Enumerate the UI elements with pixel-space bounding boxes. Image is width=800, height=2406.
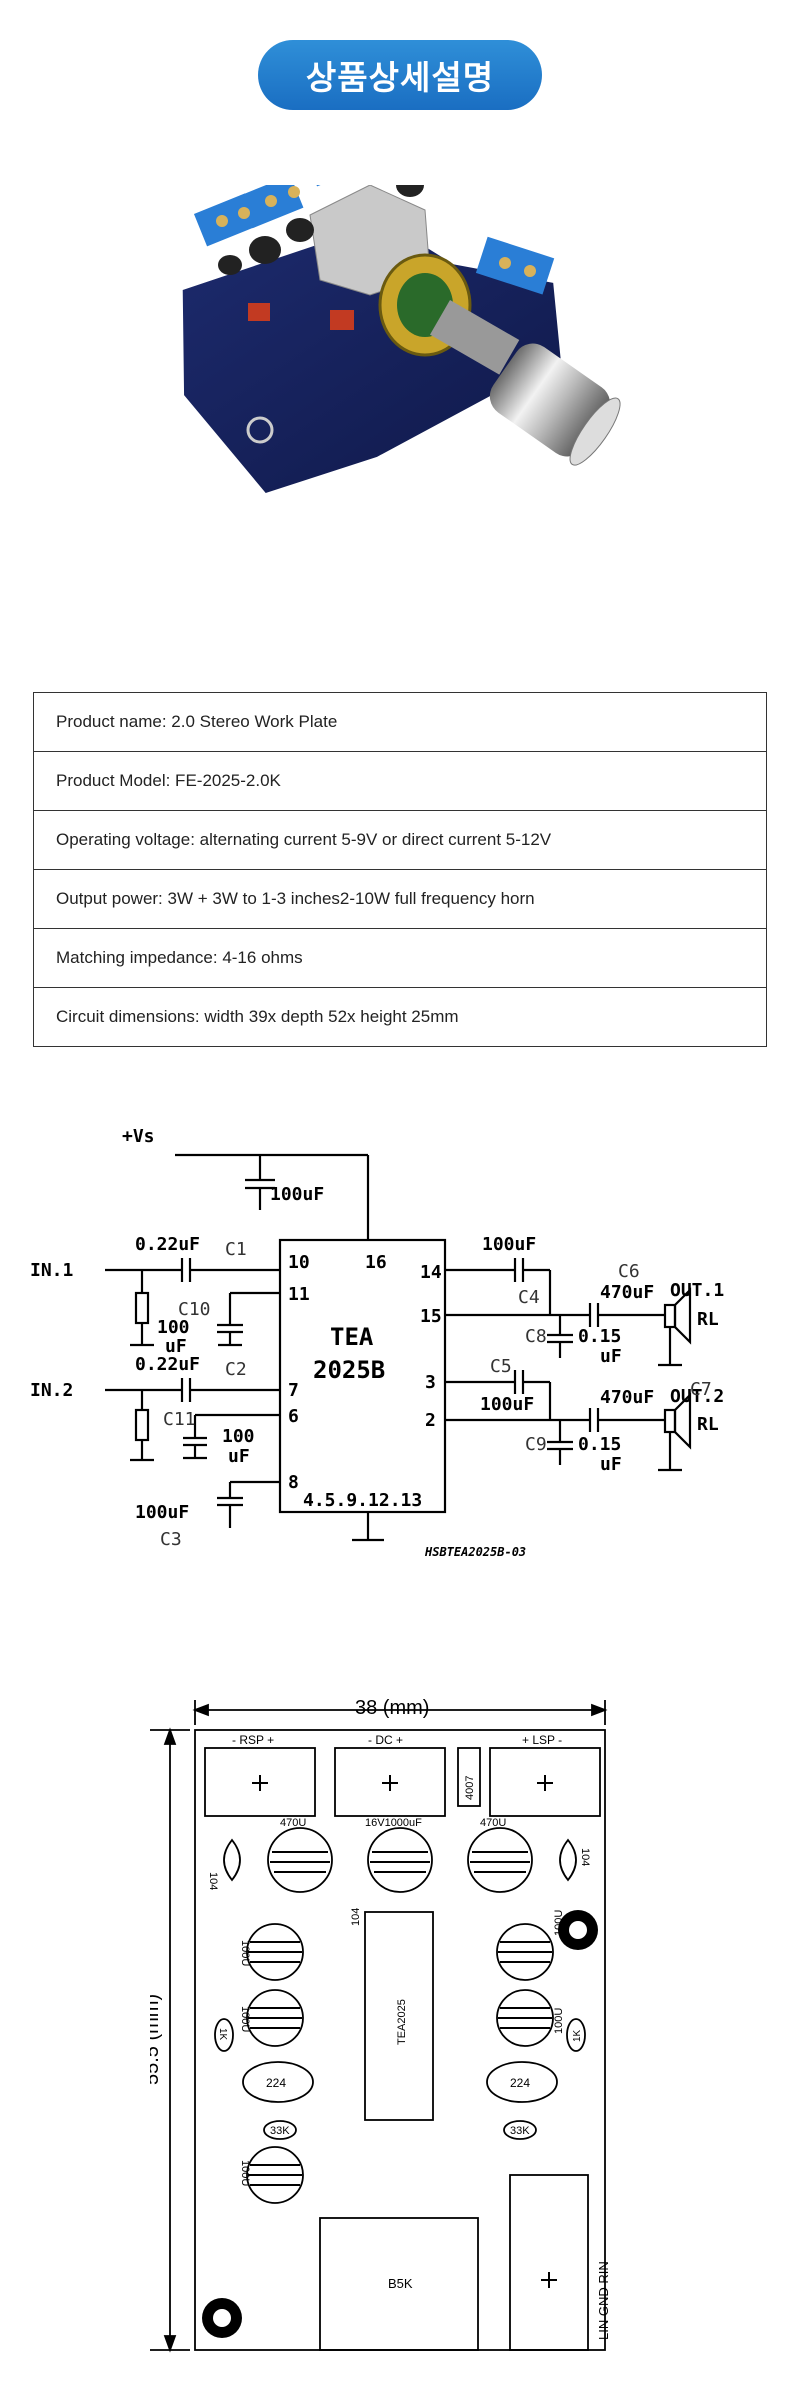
cap-100-bottom: 100U: [239, 2160, 251, 2186]
section-title-pill: 상품상세설명: [258, 40, 542, 110]
width-dimension: 38 (mm): [355, 1697, 429, 1719]
spec-operating-voltage: Operating voltage: alternating current 5…: [33, 810, 767, 870]
c8-value1: 0.15: [578, 1326, 621, 1347]
product-photo: [182, 185, 621, 493]
cap-470-right: 470U: [480, 1817, 506, 1829]
spec-row: Product name: 2.0 Stereo Work Plate: [33, 692, 767, 752]
dc-label: - DC +: [368, 1733, 403, 1747]
c8-value2: uF: [600, 1346, 622, 1367]
c3-label: C3: [160, 1529, 182, 1550]
vcc-label: +Vs: [122, 1126, 155, 1147]
cap-100-l2: 100U: [239, 2006, 251, 2032]
cap-100-r1: 100U: [553, 1910, 565, 1936]
c11-value2: uF: [228, 1446, 250, 1467]
c2-label: C2: [225, 1359, 247, 1380]
cap-104-right: 104: [579, 1848, 591, 1866]
rl2-label: RL: [697, 1414, 719, 1435]
pin-8: 8: [288, 1472, 299, 1493]
pcb-layout: 38 (mm) 55.5 (mm) - RSP + - DC + + LSP -…: [150, 1697, 611, 2353]
cap-1000: 16V1000uF: [365, 1817, 422, 1829]
gnd-pins: 4.5.9.12.13: [303, 1490, 422, 1511]
c4-label: C4: [518, 1287, 540, 1308]
pin-6: 6: [288, 1406, 299, 1427]
cap-470-left: 470U: [280, 1817, 306, 1829]
in2-label: IN.2: [30, 1380, 73, 1401]
pin-3: 3: [425, 1372, 436, 1393]
pin-16: 16: [365, 1252, 387, 1273]
cap-224-right: 224: [510, 2076, 530, 2090]
lsp-label: + LSP -: [522, 1733, 562, 1747]
spec-row: Output power: 3W + 3W to 1-3 inches2-10W…: [33, 869, 767, 929]
c8-label: C8: [525, 1326, 547, 1347]
c11-value1: 100: [222, 1426, 255, 1447]
c10-label: C10: [178, 1299, 211, 1320]
c11-label: C11: [163, 1409, 196, 1430]
pin-7: 7: [288, 1380, 299, 1401]
c1-label: C1: [225, 1239, 247, 1260]
pin-2: 2: [425, 1410, 436, 1431]
c10-value1: 100: [157, 1317, 190, 1338]
c7-label: C7: [690, 1379, 712, 1400]
c-top-value: 100uF: [270, 1184, 324, 1205]
cap-100-l1: 100U: [239, 1940, 251, 1966]
pin-11: 11: [288, 1284, 310, 1305]
cap-104-left: 104: [207, 1872, 219, 1890]
c4-value: 100uF: [482, 1234, 536, 1255]
in1-label: IN.1: [30, 1260, 73, 1281]
circuit-schematic: +Vs IN.1 IN.2 OUT.1 OUT.2 RL RL TEA 2025…: [30, 1126, 724, 1559]
cap-100-r2: 100U: [553, 2008, 565, 2034]
res-33k-right: 33K: [510, 2125, 530, 2137]
chip-name-line1: TEA: [330, 1323, 374, 1351]
c1-value: 0.22uF: [135, 1234, 200, 1255]
cap-104-small: 104: [350, 1908, 362, 1926]
c9-label: C9: [525, 1434, 547, 1455]
out2-label: OUT.2: [670, 1386, 724, 1407]
spec-product-model: Product Model: FE-2025-2.0K: [33, 751, 767, 811]
c10-value2: uF: [165, 1336, 187, 1357]
ic-label: TEA2025: [396, 1999, 408, 2045]
spec-row: Circuit dimensions: width 39x depth 52x …: [33, 987, 767, 1047]
spec-dimensions: Circuit dimensions: width 39x depth 52x …: [33, 987, 767, 1047]
schematic-code: HSBTEA2025B-03: [424, 1545, 526, 1559]
c9-value1: 0.15: [578, 1434, 621, 1455]
c5-label: C5: [490, 1356, 512, 1377]
mount-hole-icon: [202, 1910, 598, 2338]
c5-value: 100uF: [480, 1394, 534, 1415]
pin-15: 15: [420, 1306, 442, 1327]
c7-value: 470uF: [600, 1387, 654, 1408]
c2-value: 0.22uF: [135, 1354, 200, 1375]
diode-label: 4007: [464, 1776, 476, 1800]
pin-14: 14: [420, 1262, 442, 1283]
c9-value2: uF: [600, 1454, 622, 1475]
spec-output-power: Output power: 3W + 3W to 1-3 inches2-10W…: [33, 869, 767, 929]
spec-product-name: Product name: 2.0 Stereo Work Plate: [33, 692, 767, 752]
res-1k-right: 1K: [572, 2029, 583, 2042]
rl1-label: RL: [697, 1309, 719, 1330]
pin-10: 10: [288, 1252, 310, 1273]
c3-value: 100uF: [135, 1502, 189, 1523]
spec-table: Product name: 2.0 Stereo Work Plate Prod…: [33, 692, 767, 1047]
out1-label: OUT.1: [670, 1280, 724, 1301]
c6-label: C6: [618, 1261, 640, 1282]
spec-row: Matching impedance: 4-16 ohms: [33, 928, 767, 988]
spec-row: Product Model: FE-2025-2.0K: [33, 751, 767, 811]
input-terminal-label: LIN GND RIN: [596, 2261, 611, 2340]
res-1k-left: 1K: [217, 2028, 228, 2041]
section-title: 상품상세설명: [305, 58, 495, 97]
chip-name-line2: 2025B: [313, 1356, 385, 1384]
cap-224-left: 224: [266, 2076, 286, 2090]
spec-impedance: Matching impedance: 4-16 ohms: [33, 928, 767, 988]
c6-value: 470uF: [600, 1282, 654, 1303]
pot-label: B5K: [388, 2276, 413, 2291]
res-33k-left: 33K: [270, 2125, 290, 2137]
height-dimension: 55.5 (mm): [150, 1994, 163, 2085]
spec-row: Operating voltage: alternating current 5…: [33, 810, 767, 870]
rsp-label: - RSP +: [232, 1733, 274, 1747]
